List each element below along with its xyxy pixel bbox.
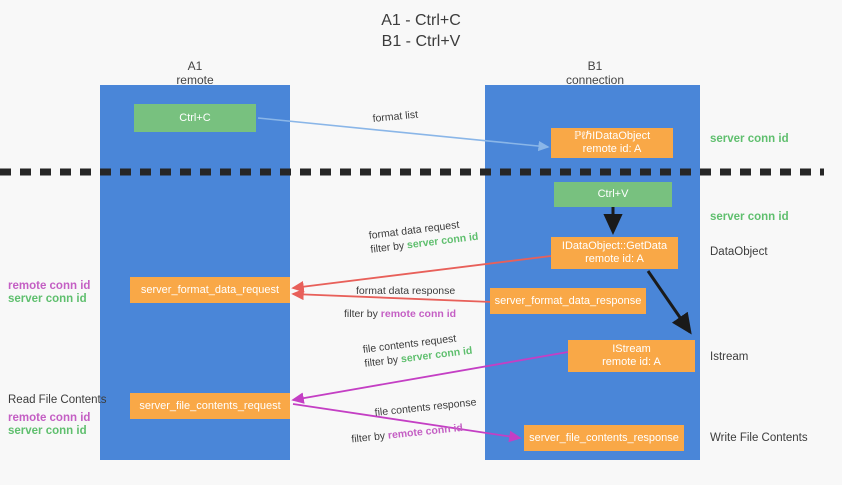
node-server-format-data-request-label: server_format_data_request xyxy=(140,283,280,296)
edge-label-format-data-request: format data request filter by server con… xyxy=(368,216,479,257)
label-server-conn-id-top: server conn id xyxy=(710,133,789,145)
node-getdata-line1: IDataObject::GetData xyxy=(561,240,668,252)
node-server-file-contents-response-label: server_file_contents_response xyxy=(529,431,679,444)
column-header-b1: B1 connection xyxy=(520,59,670,87)
column-header-a1: A1 remote xyxy=(120,59,270,87)
node-istream[interactable]: IStream remote id: A xyxy=(568,340,695,372)
edge-label-file-contents-request: file contents request filter by server c… xyxy=(362,330,473,371)
node-ctrl-v-label: Ctrl+V xyxy=(597,188,629,200)
label-istream: Istream xyxy=(710,351,749,363)
title-line-1: A1 - Ctrl+C xyxy=(381,12,461,29)
edge-format-data-request-prefix: filter by xyxy=(369,239,408,256)
edge-file-contents-response-line1: file contents response xyxy=(374,396,477,419)
edge-format-data-response-line2: filter by remote conn id xyxy=(344,307,456,321)
edge-format-data-response-line1: format data response xyxy=(356,285,456,297)
label-server-conn-id-mid: server conn id xyxy=(710,211,789,223)
node-server-format-data-request[interactable]: server_format_data_request xyxy=(130,277,290,303)
node-ctrl-c-label: Ctrl+C xyxy=(179,111,211,124)
node-register-dataobject-line2: remote id: A xyxy=(582,143,642,155)
node-server-file-contents-request[interactable]: server_file_contents_request xyxy=(130,393,290,419)
edge-label-format-list: format list xyxy=(372,108,419,126)
label-write-file-contents: Write File Contents xyxy=(710,432,808,444)
label-remote-conn-id-2: remote conn id xyxy=(8,412,91,424)
column-a1-sub: remote xyxy=(176,73,214,87)
label-server-conn-id-2: server conn id xyxy=(8,425,87,437)
column-a1-name: A1 xyxy=(187,59,203,73)
node-ctrl-v[interactable]: Ctrl+V xyxy=(554,182,672,207)
node-server-file-contents-request-label: server_file_contents_request xyxy=(139,399,281,412)
edge-file-contents-response-key: remote conn id xyxy=(387,421,464,442)
column-b1-name: B1 xyxy=(587,59,603,73)
label-remote-conn-id-1: remote conn id xyxy=(8,280,91,292)
label-dataobject: DataObject xyxy=(710,246,768,258)
label-server-conn-id-1: server conn id xyxy=(8,293,87,305)
edge-file-contents-response-prefix: filter by xyxy=(350,429,389,446)
edge-format-data-response-prefix: filter by xyxy=(344,308,381,320)
node-getdata-line2: remote id: A xyxy=(585,253,644,265)
column-b1-sub: connection xyxy=(565,73,625,87)
edge-file-contents-request-prefix: filter by xyxy=(363,353,402,370)
edge-file-contents-response-line2: filter by remote conn id xyxy=(351,419,480,446)
edge-label-file-contents-response: file contents response filter by remote … xyxy=(351,395,480,445)
diagram-title: A1 - Ctrl+C B1 - Ctrl+V xyxy=(0,10,842,52)
edge-label-format-data-response: format data response filter by remote co… xyxy=(344,284,456,321)
node-register-dataobject[interactable]: ℙℓℏIDataObject remote id: A xyxy=(551,128,673,158)
node-istream-line2: remote id: A xyxy=(602,356,661,368)
edge-label-format-list-text: format list xyxy=(372,108,419,125)
node-ctrl-c[interactable]: Ctrl+C xyxy=(134,104,256,132)
node-server-format-data-response-label: server_format_data_response xyxy=(494,294,642,307)
label-read-file-contents: Read File Contents xyxy=(8,394,107,406)
edge-format-data-response-key: remote conn id xyxy=(380,308,457,320)
node-getdata[interactable]: IDataObject::GetData remote id: A xyxy=(551,237,678,269)
node-server-file-contents-response[interactable]: server_file_contents_response xyxy=(524,425,684,451)
node-server-format-data-response[interactable]: server_format_data_response xyxy=(490,288,646,314)
node-register-dataobject-line1: ℙℓℏIDataObject xyxy=(573,130,651,142)
title-line-2: B1 - Ctrl+V xyxy=(381,33,461,50)
node-istream-line1: IStream xyxy=(612,343,651,355)
